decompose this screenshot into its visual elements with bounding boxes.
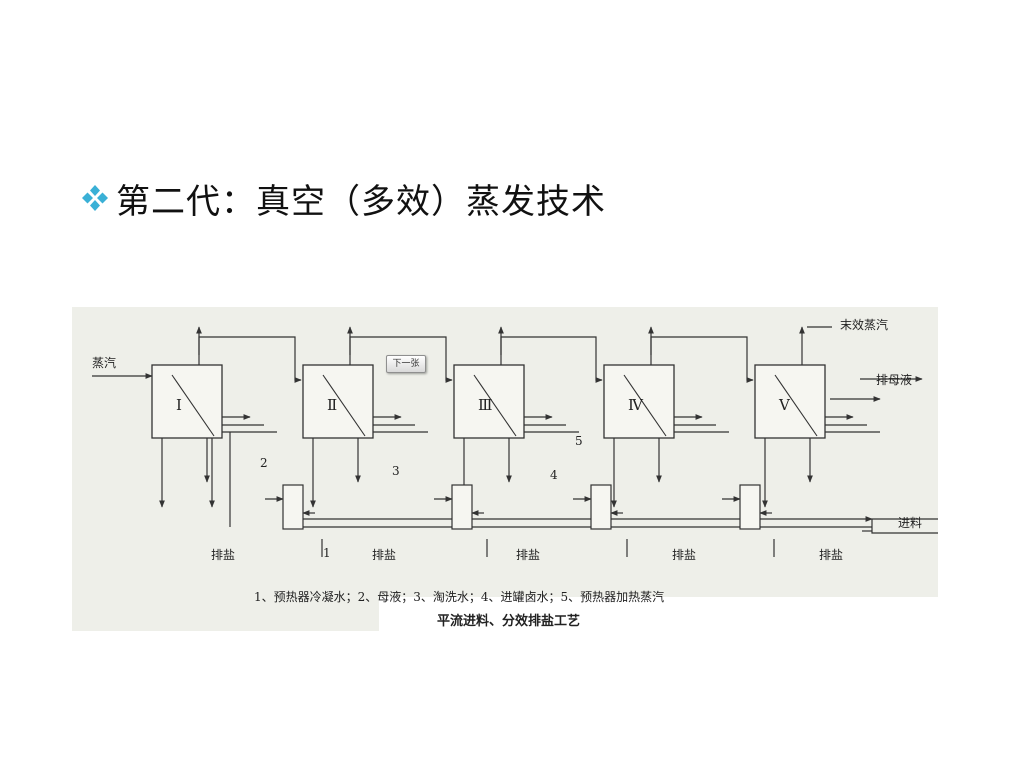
stream-number-3: 3 [392,464,400,478]
stream-number-1: 1 [323,546,331,560]
salt-discharge-label: 排盐 [211,548,235,562]
four-diamond-bullet-icon [82,185,108,211]
salt-discharge-label: 排盐 [372,548,396,562]
effect-label: Ⅲ [478,396,492,414]
effect-label: Ⅴ [778,396,791,414]
stream-number-4: 4 [550,468,558,482]
preheater-4 [739,484,761,530]
next-slide-button[interactable]: 下一张 [386,355,426,373]
evaporator-effect-1: Ⅰ [151,364,223,439]
caption-background [379,597,938,631]
feed-inlet-pipe [871,519,938,534]
vapour-to-next-effect [500,336,603,383]
vapour-to-next-effect [349,336,453,383]
stream-number-5: 5 [575,434,583,448]
effect-label: Ⅰ [176,396,182,414]
last-effect-steam-label: 末效蒸汽 [840,317,888,332]
evaporator-effect-4: Ⅳ [603,364,675,439]
preheater-1 [282,484,304,530]
slide-bullet: 第二代：真空（多效）蒸发技术 [80,170,606,226]
steam-in-label: 蒸汽 [92,355,116,370]
mother-liquor-label: 排母液 [876,372,912,387]
slide-title: 第二代：真空（多效）蒸发技术 [116,181,606,222]
evaporator-effect-2: Ⅱ [302,364,374,439]
salt-discharge-label: 排盐 [672,548,696,562]
salt-discharge-label: 排盐 [819,548,843,562]
salt-discharge-label: 排盐 [516,548,540,562]
preheater-3 [590,484,612,530]
feed-label: 进料 [898,516,922,530]
stream-number-2: 2 [260,456,268,470]
effect-label: Ⅳ [628,396,644,414]
preheater-2 [451,484,473,530]
evaporator-effect-5: Ⅴ [754,364,826,439]
effect-label: Ⅱ [327,396,337,414]
vapour-to-next-effect [650,336,754,383]
vapour-to-next-effect [198,336,302,383]
evaporator-effect-3: Ⅲ [453,364,525,439]
